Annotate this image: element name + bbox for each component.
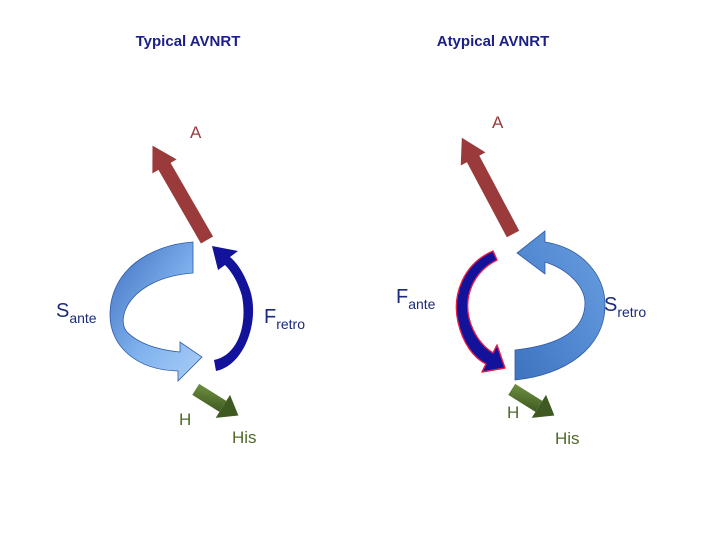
typical-slow-pathway-arrow bbox=[109, 241, 203, 382]
typical-panel: Typical AVNRT A Sante Fretro H His bbox=[56, 33, 305, 447]
typical-his-label: His bbox=[232, 428, 257, 447]
typical-his-bundle-label: H bbox=[179, 410, 191, 429]
typical-title: Typical AVNRT bbox=[136, 33, 241, 50]
typical-fast-pathway-arrow bbox=[212, 246, 254, 371]
atypical-his-bundle-label: H bbox=[507, 403, 519, 422]
typical-slow-pathway-label: Sante bbox=[56, 300, 97, 326]
typical-his-arrow bbox=[192, 383, 239, 418]
atypical-his-arrow bbox=[508, 383, 555, 418]
atypical-fast-pathway-label: Fante bbox=[396, 286, 436, 312]
typical-atrial-arrow bbox=[152, 145, 214, 244]
atypical-slow-pathway-arrow bbox=[514, 230, 606, 381]
atypical-fast-pathway-arrow bbox=[455, 250, 506, 373]
atypical-title: Atypical AVNRT bbox=[437, 33, 550, 50]
atypical-panel: Atypical AVNRT A Fante Sretro H His bbox=[396, 33, 646, 448]
atypical-atrium-label: A bbox=[492, 113, 504, 132]
typical-fast-pathway-label: Fretro bbox=[264, 306, 305, 332]
atypical-atrial-arrow bbox=[460, 137, 520, 238]
typical-atrium-label: A bbox=[190, 123, 202, 142]
atypical-his-label: His bbox=[555, 429, 580, 448]
atypical-slow-pathway-label: Sretro bbox=[604, 294, 646, 320]
